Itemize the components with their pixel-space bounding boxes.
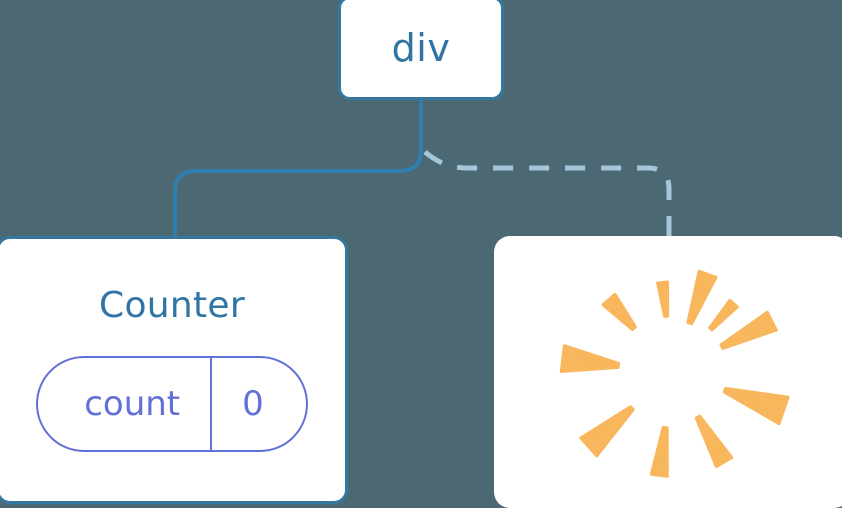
div-node[interactable]: div: [338, 0, 504, 100]
sparkle-burst-icon: [559, 269, 790, 478]
burst-ray-8: [719, 310, 778, 350]
counter-state-pill[interactable]: count 0: [36, 356, 308, 452]
state-pill-divider: [210, 358, 213, 450]
burst-ray-1: [656, 280, 670, 318]
div-node-label: div: [391, 26, 451, 70]
state-value-label: 0: [242, 384, 264, 424]
counter-node-label: Counter: [99, 285, 245, 326]
burst-ray-0: [686, 269, 718, 326]
burst-ray-3: [559, 344, 621, 373]
burst-ray-5: [649, 425, 669, 478]
burst-ray-2: [601, 292, 637, 332]
counter-node[interactable]: Counter count 0: [0, 236, 348, 504]
state-key-label: count: [84, 384, 181, 424]
connector-div-to-burst: [423, 150, 672, 240]
connector-div-to-counter: [173, 97, 423, 240]
burst-ray-9: [708, 298, 739, 332]
burst-node[interactable]: [494, 236, 842, 508]
burst-ray-7: [722, 386, 790, 426]
burst-ray-4: [579, 405, 635, 458]
burst-ray-6: [694, 414, 734, 469]
